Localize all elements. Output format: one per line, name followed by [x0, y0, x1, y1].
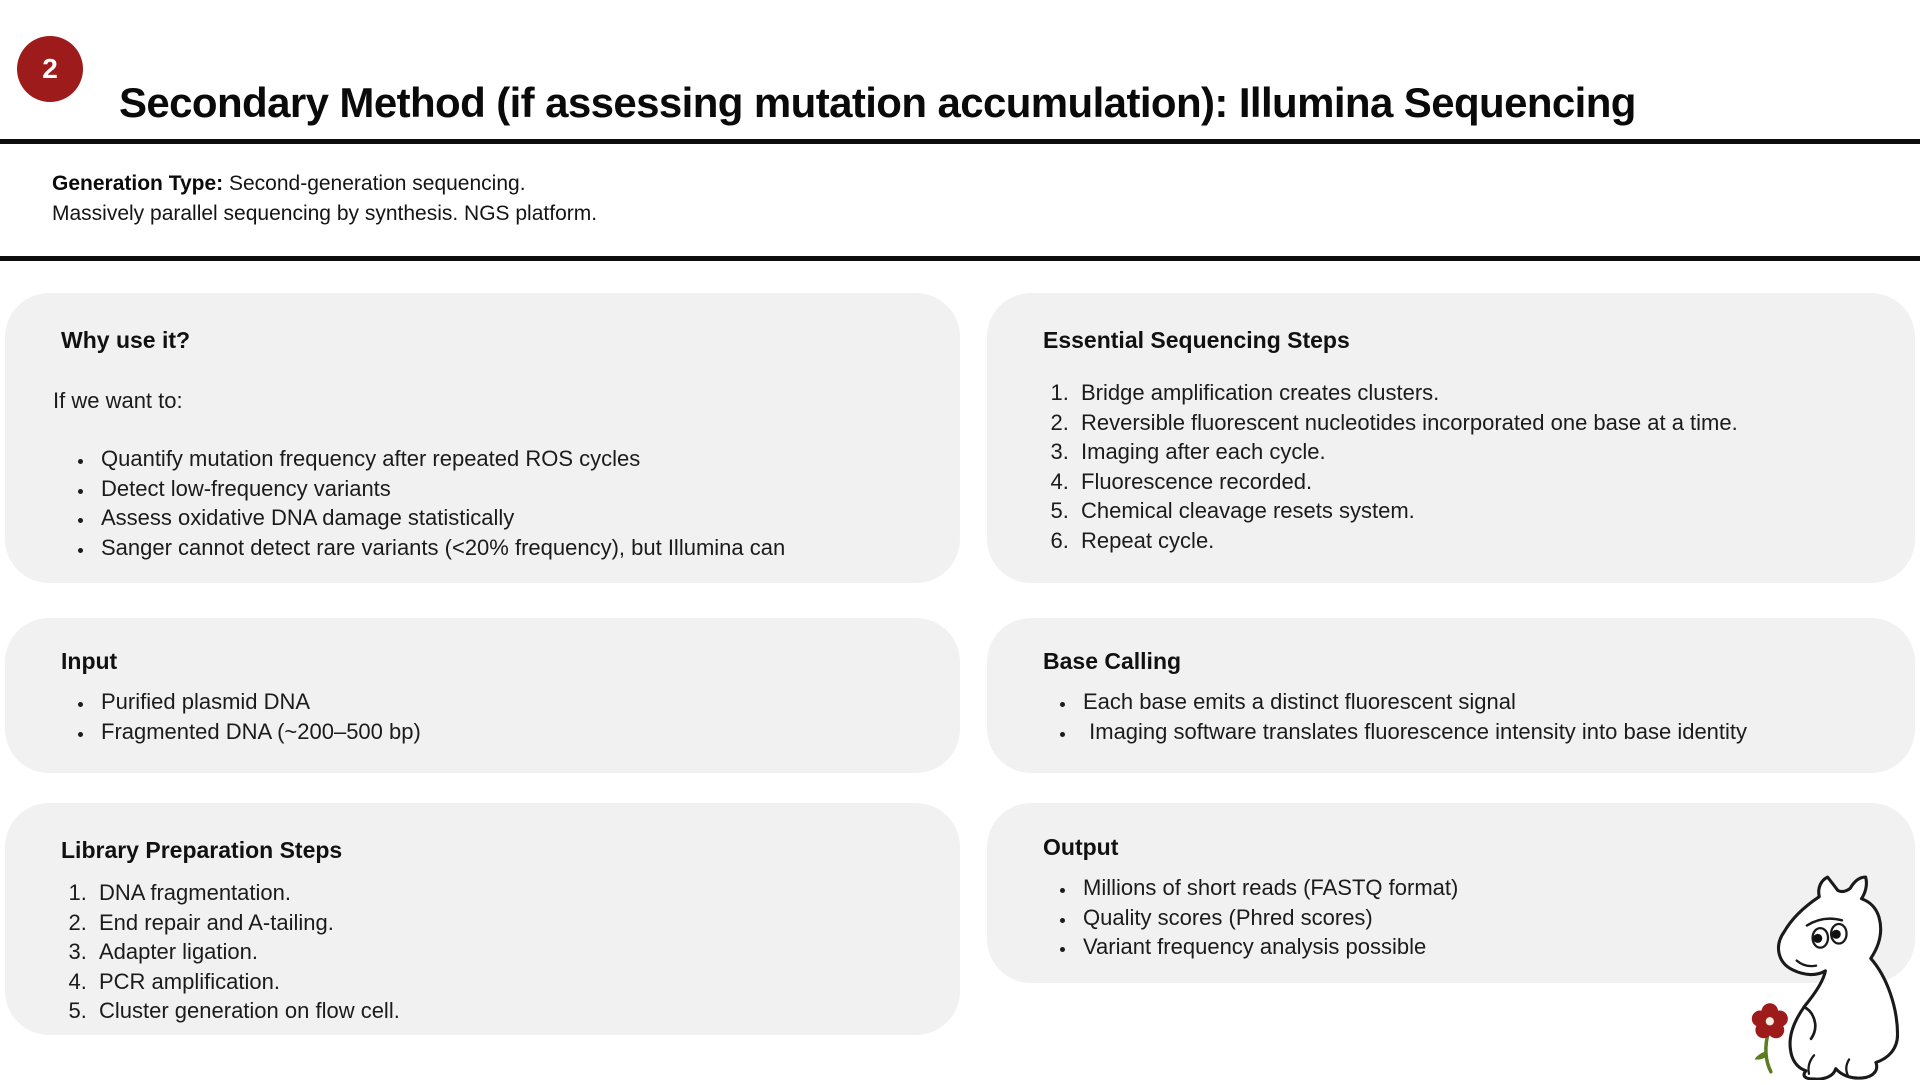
generation-type-label: Generation Type: [52, 172, 224, 195]
page-title: Secondary Method (if assessing mutation … [119, 79, 1636, 127]
list-item: Reversible fluorescent nucleotides incor… [1075, 408, 1871, 438]
flower-center [1765, 1017, 1774, 1026]
card-title: Output [1043, 834, 1119, 860]
list-item: Quality scores (Phred scores) [1077, 903, 1871, 933]
list-item: Quantify mutation frequency after repeat… [95, 444, 916, 474]
moomin-arm [1802, 1005, 1817, 1041]
generation-type-line2: Massively parallel sequencing by synthes… [52, 202, 598, 225]
divider-top [0, 139, 1920, 144]
card-base-calling: Base Calling Each base emits a distinct … [987, 618, 1915, 773]
generation-type-line1: Generation Type: Second-generation seque… [52, 169, 597, 199]
list-item: PCR amplification. [93, 967, 916, 997]
bullet-list: Millions of short reads (FASTQ format)Qu… [1043, 873, 1871, 962]
list-item: Chemical cleavage resets system. [1075, 496, 1871, 526]
card-title: Input [61, 648, 118, 674]
list-item: Variant frequency analysis possible [1077, 932, 1871, 962]
list-item: Millions of short reads (FASTQ format) [1077, 873, 1871, 903]
bullet-list: Each base emits a distinct fluorescent s… [1043, 687, 1871, 746]
list-item: End repair and A-tailing. [93, 908, 916, 938]
card-title: Essential Sequencing Steps [1043, 327, 1350, 353]
card-title: Why use it? [61, 327, 191, 353]
list-item: Cluster generation on flow cell. [93, 996, 916, 1026]
card-output: Output Millions of short reads (FASTQ fo… [987, 803, 1915, 983]
list-item: Detect low-frequency variants [95, 474, 916, 504]
bullet-list: Quantify mutation frequency after repeat… [61, 444, 916, 562]
moomin-with-flower-icon [1751, 875, 1900, 1081]
card-library-preparation-steps: Library Preparation Steps DNA fragmentat… [5, 803, 960, 1035]
card-essential-sequencing-steps: Essential Sequencing Steps Bridge amplif… [987, 293, 1915, 583]
list-item: Assess oxidative DNA damage statisticall… [95, 503, 916, 533]
card-title: Library Preparation Steps [61, 837, 343, 863]
list-item: Adapter ligation. [93, 937, 916, 967]
numbered-list: DNA fragmentation.End repair and A-taili… [61, 878, 916, 1026]
list-item: Repeat cycle. [1075, 526, 1871, 556]
card-why-use-it: Why use it? If we want to: Quantify muta… [5, 293, 960, 583]
generation-type-value: Second-generation sequencing. [223, 172, 526, 195]
moomin-smile [1795, 959, 1818, 968]
list-item: Sanger cannot detect rare variants (<20%… [95, 533, 916, 563]
list-item: Bridge amplification creates clusters. [1075, 378, 1871, 408]
flower-leaf [1754, 1051, 1767, 1060]
list-item: Each base emits a distinct fluorescent s… [1077, 687, 1871, 717]
bullet-list: Purified plasmid DNAFragmented DNA (~200… [61, 687, 916, 746]
flower-icon [1751, 1003, 1788, 1039]
moomin-pupil-left [1813, 933, 1823, 943]
list-item: DNA fragmentation. [93, 878, 916, 908]
moomin-body [1776, 875, 1900, 1081]
numbered-list: Bridge amplification creates clusters.Re… [1043, 378, 1871, 555]
moomin-pupil-right [1831, 929, 1841, 939]
moomin-brow [1805, 917, 1844, 927]
list-item: Purified plasmid DNA [95, 687, 916, 717]
slide-number-badge: 2 [17, 36, 83, 102]
generation-type-block: Generation Type: Second-generation seque… [52, 169, 597, 229]
moomin-illustration [1745, 874, 1910, 1081]
moomin-foot-right-line [1845, 1058, 1851, 1078]
list-item: Imaging after each cycle. [1075, 437, 1871, 467]
moomin-foot-left-line [1807, 1054, 1816, 1075]
card-intro: If we want to: [53, 388, 183, 413]
card-title: Base Calling [1043, 648, 1182, 674]
divider-bottom [0, 256, 1920, 261]
list-item: Fragmented DNA (~200–500 bp) [95, 717, 916, 747]
list-item: Imaging software translates fluorescence… [1077, 717, 1871, 747]
card-input: Input Purified plasmid DNAFragmented DNA… [5, 618, 960, 773]
list-item: Fluorescence recorded. [1075, 467, 1871, 497]
